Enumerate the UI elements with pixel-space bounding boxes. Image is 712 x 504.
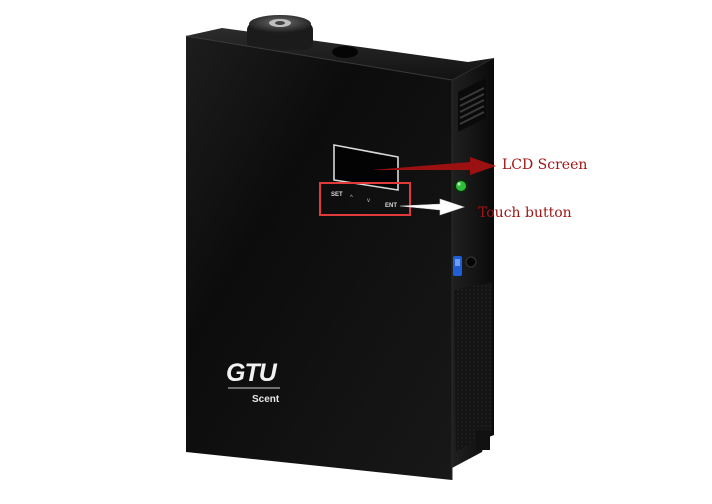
power-switch-icon [453, 256, 462, 276]
indicator-light-icon [454, 179, 468, 193]
touch-button-up: ^ [350, 195, 353, 201]
top-port [332, 46, 358, 58]
touch-button-set: SET [331, 192, 343, 198]
touch-button-down: v [367, 198, 370, 204]
brand-logo: GTU Scent [226, 359, 280, 405]
lcd-screen-label: LCD Screen [502, 157, 588, 173]
touch-button-callout-box [319, 182, 411, 216]
device-foot [476, 430, 490, 450]
brand-sub-text: Scent [252, 394, 280, 405]
device-front-panel [186, 36, 452, 480]
nozzle-icon [247, 15, 313, 50]
touch-button-label: Touch button [478, 205, 572, 221]
side-texture [454, 282, 492, 452]
lcd-screen [333, 144, 399, 191]
touch-button-ent: ENT [385, 203, 397, 209]
vent-grille-icon [458, 78, 486, 132]
touch-arrow [399, 198, 465, 216]
lcd-arrow [372, 157, 496, 175]
power-jack [465, 256, 477, 268]
brand-logo-text: GTU [226, 359, 278, 387]
